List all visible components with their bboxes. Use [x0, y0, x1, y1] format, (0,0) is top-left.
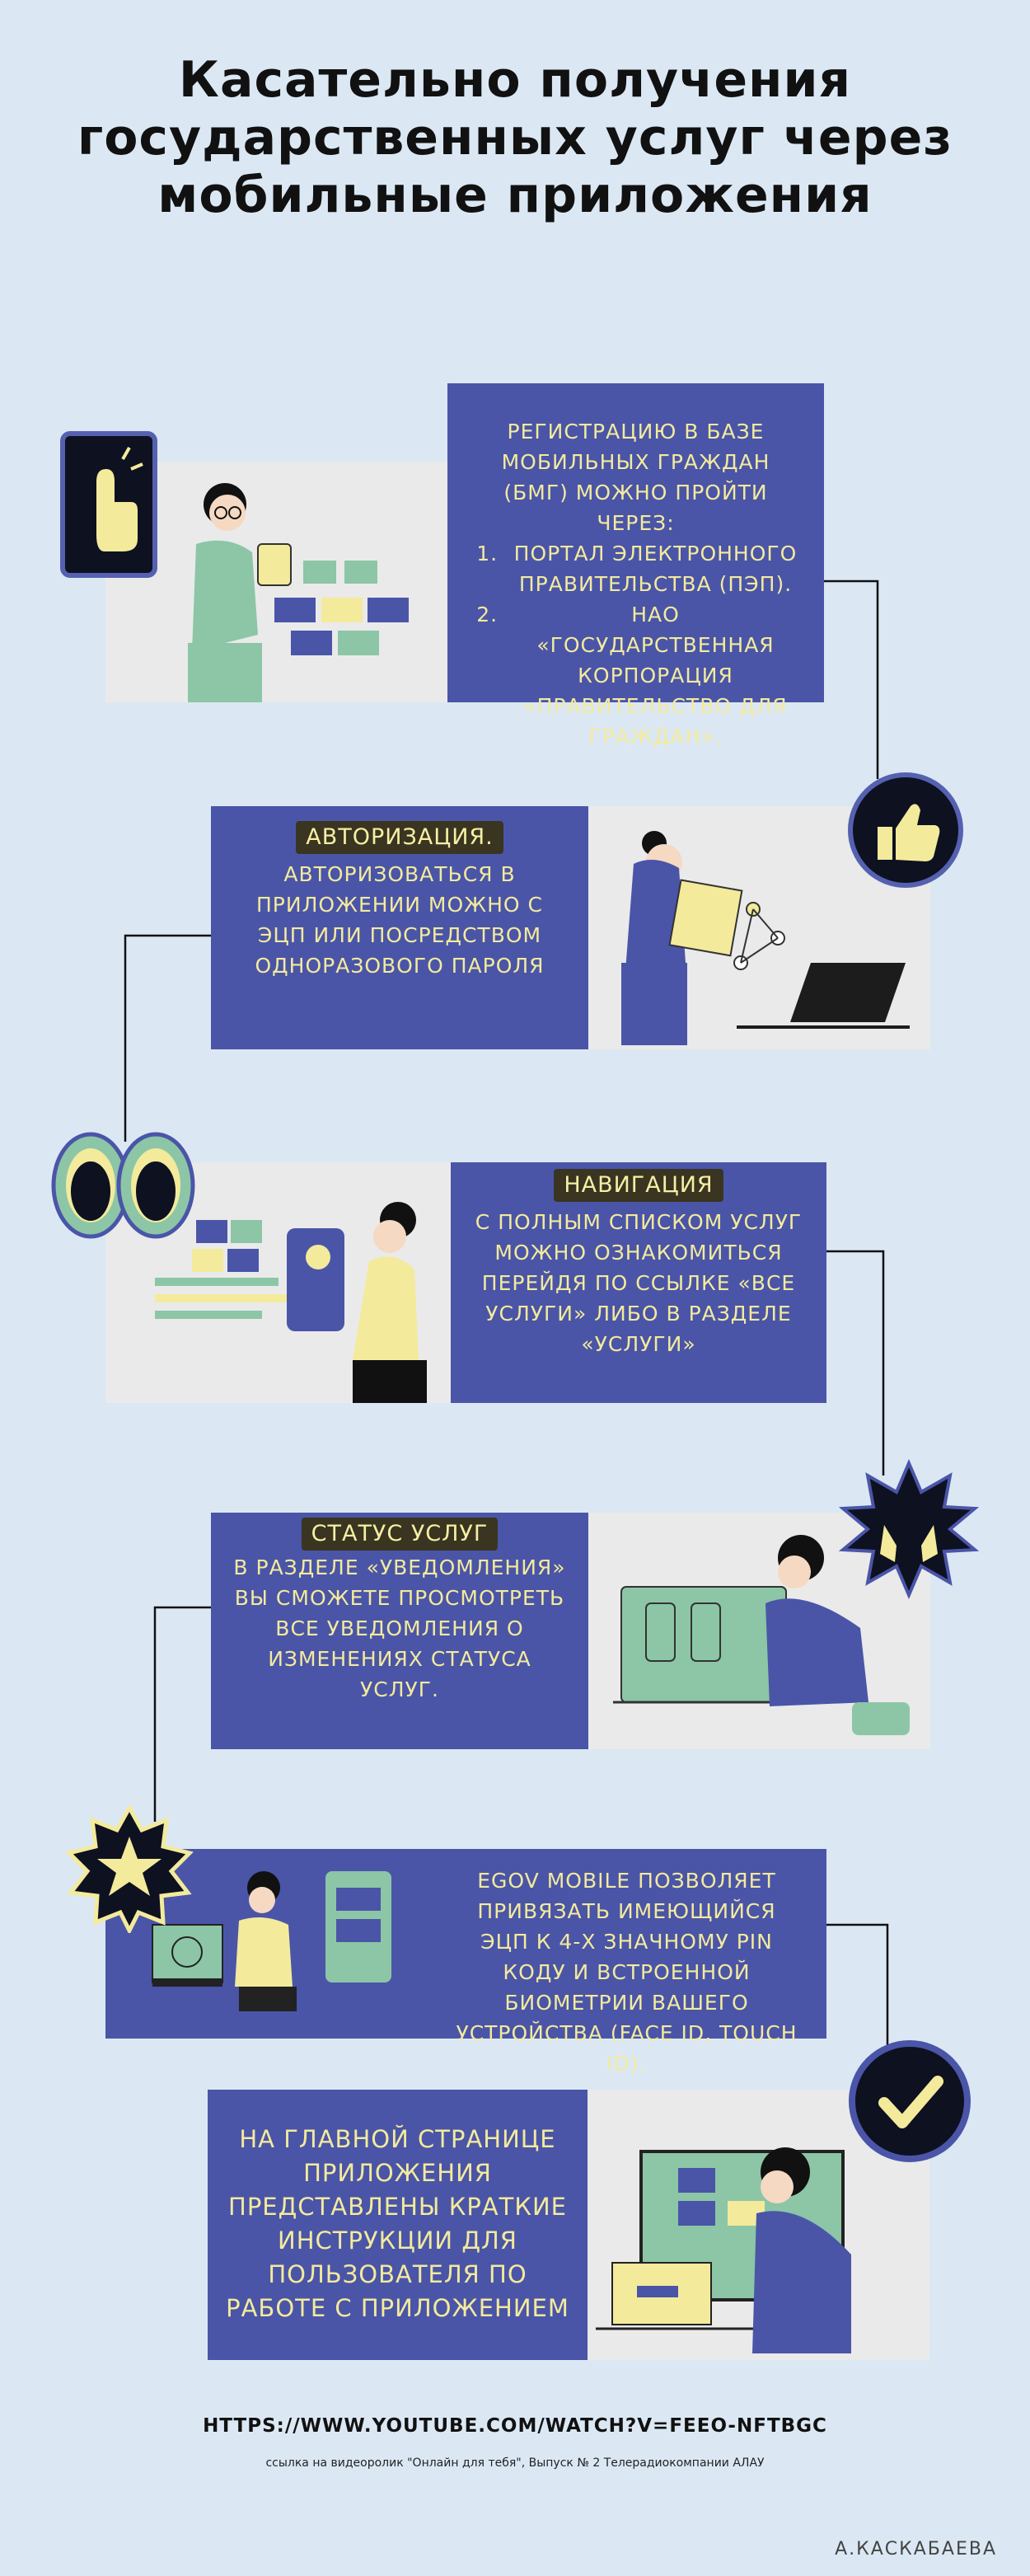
- instructions-text: На главной странице приложения представл…: [226, 2125, 569, 2322]
- video-link-caption: ссылка на видеоролик "Онлайн для тебя", …: [265, 2456, 765, 2470]
- registration-item: Портал электронного правительства (ПЭП).: [505, 538, 801, 599]
- page-title: Касательно получения государственных усл…: [77, 51, 953, 224]
- author-name: А.КАСКАБАЕВА: [835, 2539, 997, 2560]
- hands-burst-icon: [838, 1458, 980, 1600]
- info-box-authorization: Авторизация. Авторизоваться в приложении…: [211, 806, 588, 1049]
- registration-intro: Регистрацию в базе мобильных граждан (БМ…: [501, 420, 770, 535]
- info-box-instructions: На главной странице приложения представл…: [208, 2090, 588, 2360]
- star-badge-icon: [65, 1803, 194, 1936]
- info-box-status: Статус услуг В разделе «Уведомления» вы …: [211, 1513, 588, 1749]
- pointing-hand-icon: [60, 431, 157, 578]
- status-text: В разделе «Уведомления» вы сможете просм…: [233, 1555, 566, 1701]
- woman-at-tablet-illustration: [613, 1535, 910, 1735]
- navigation-text: С полным списком услуг можно ознакомитьс…: [475, 1210, 803, 1356]
- woman-with-tablet-laptop-illustration: [621, 831, 910, 1045]
- egov-text: eGov mobile позволяет привязать имеющийс…: [456, 1869, 798, 2076]
- illustration-panel-registration: [105, 462, 450, 702]
- check-badge-icon: [849, 2040, 971, 2162]
- authorization-tag: Авторизация.: [296, 821, 503, 854]
- illustration-panel-navigation: [105, 1162, 452, 1403]
- authorization-text: Авторизоваться в приложении можно с ЭЦП …: [255, 862, 545, 978]
- video-link[interactable]: HTTPS://WWW.YOUTUBE.COM/WATCH?V=FEEO-NFT…: [203, 2415, 827, 2437]
- registration-item: НАО «Государственная корпорация «Правите…: [505, 599, 801, 752]
- woman-at-laptop-illustration: [596, 2147, 851, 2353]
- info-box-registration: Регистрацию в базе мобильных граждан (БМ…: [447, 383, 824, 748]
- woman-with-tablet-illustration: [188, 483, 409, 702]
- navigation-tag: Навигация: [554, 1169, 723, 1202]
- woman-with-phone-illustration: [155, 1202, 427, 1403]
- info-box-egov: eGov mobile позволяет привязать имеющийс…: [105, 1849, 826, 2076]
- info-box-navigation: Навигация С полным списком услуг можно о…: [451, 1162, 826, 1403]
- status-tag: Статус услуг: [301, 1518, 499, 1551]
- egov-illustration: [148, 1863, 396, 2028]
- thumbs-up-icon: [848, 772, 963, 888]
- registration-list: Портал электронного правительства (ПЭП).…: [471, 538, 801, 752]
- eyes-icon: [51, 1129, 195, 1241]
